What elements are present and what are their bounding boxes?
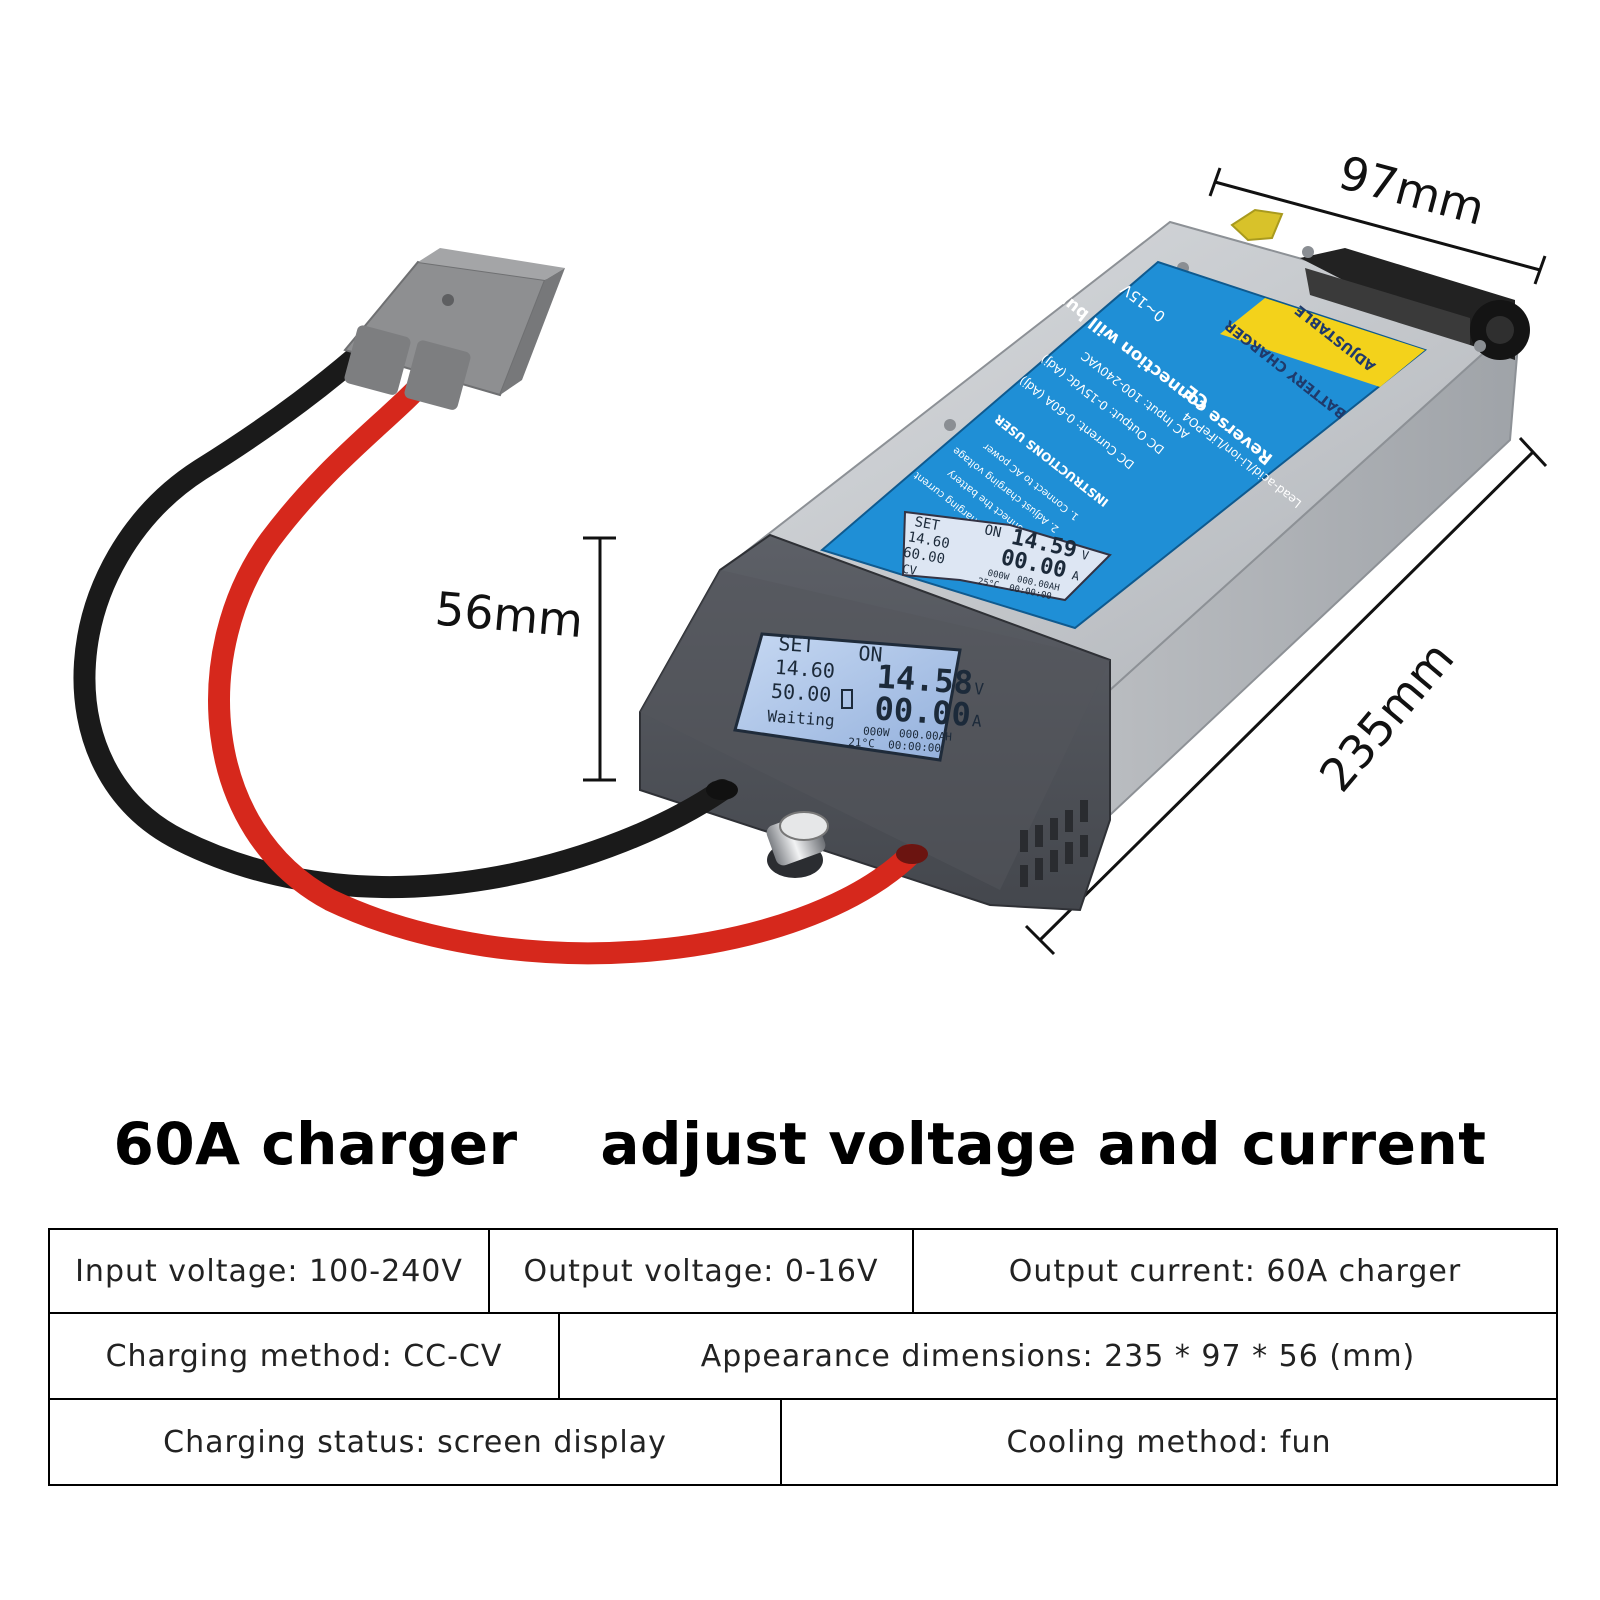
- front-lcd-on: ON: [858, 641, 884, 667]
- label-lcd-on: ON: [983, 522, 1003, 541]
- anderson-connector: [343, 248, 565, 410]
- product-photo: 97mm 56mm 235mm 0~15V: [73, 145, 1548, 965]
- dimension-height: 56mm: [433, 536, 616, 782]
- dimension-height-label: 56mm: [433, 581, 585, 648]
- headline-right: adjust voltage and current: [600, 1110, 1487, 1178]
- label-lcd-set: SET: [913, 514, 941, 534]
- spec-dimensions: Appearance dimensions: 235 * 97 * 56 (mm…: [558, 1314, 1556, 1398]
- battery-icon: [841, 689, 853, 709]
- label-lcd-mode: CV: [901, 562, 918, 578]
- front-lcd-set-voltage: 14.60: [774, 655, 836, 683]
- spec-charging-status: Charging status: screen display: [163, 1424, 667, 1460]
- output-cables: [73, 334, 928, 965]
- front-lcd: SET 14.60 50.00 Waiting ON 14.58 V 00.00…: [733, 631, 985, 762]
- label-lcd-power: 000W: [987, 569, 1011, 583]
- label-lcd-current-unit: A: [1071, 568, 1082, 583]
- adjust-knob: [766, 811, 829, 878]
- spec-input-voltage: Input voltage: 100-240V: [75, 1253, 463, 1289]
- front-lcd-voltage-unit: V: [974, 679, 985, 699]
- spec-row: Charging method: CC-CV Appearance dimens…: [50, 1314, 1556, 1400]
- headline: 60A charger adjust voltage and current: [0, 1110, 1600, 1178]
- spec-row: Input voltage: 100-240V Output voltage: …: [50, 1230, 1556, 1314]
- device-label: 0~15V ADJUSTABLE BATTERY CHARGER Reverse…: [819, 258, 1428, 630]
- spec-output-voltage: Output voltage: 0-16V: [488, 1230, 912, 1312]
- label-lcd-temp: 25°C: [977, 577, 1000, 591]
- front-lcd-energy: 000.00AH: [899, 727, 953, 744]
- spec-table: Input voltage: 100-240V Output voltage: …: [48, 1228, 1558, 1486]
- front-lcd-time: 00:00:00: [888, 738, 942, 755]
- dimension-length-label: 235mm: [1309, 631, 1464, 802]
- front-lcd-voltage: 14.58: [876, 657, 975, 702]
- headline-left: 60A charger: [113, 1110, 518, 1178]
- label-lcd-set-current: 60.00: [902, 545, 946, 568]
- front-lcd-current: 00.00: [873, 689, 972, 734]
- spec-cooling-method: Cooling method: fun: [780, 1400, 1556, 1484]
- label-lcd-set-voltage: 14.60: [907, 529, 951, 552]
- dimension-width-label: 97mm: [1333, 145, 1490, 236]
- spec-charging-method: Charging method: CC-CV: [105, 1338, 503, 1374]
- front-lcd-power: 000W: [863, 725, 891, 740]
- front-lcd-set-current: 50.00: [770, 679, 832, 707]
- front-lcd-temp: 21°C: [848, 736, 875, 751]
- front-lcd-set: SET: [778, 631, 816, 657]
- label-lcd-voltage-unit: V: [1080, 548, 1090, 563]
- spec-row: Charging status: screen display Cooling …: [50, 1400, 1556, 1484]
- front-lcd-status: Waiting: [767, 706, 836, 730]
- spec-output-current: Output current: 60A charger: [912, 1230, 1556, 1312]
- front-lcd-current-unit: A: [971, 711, 982, 731]
